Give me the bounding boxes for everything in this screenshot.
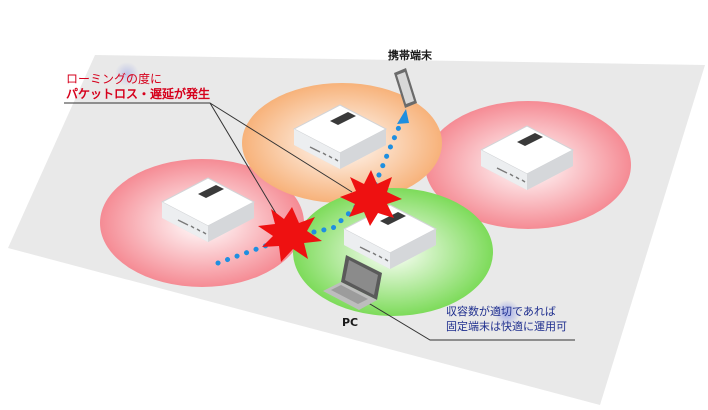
fixed-leader-line bbox=[354, 294, 575, 341]
movement-arrow-head bbox=[397, 109, 409, 124]
smartphone-icon bbox=[394, 68, 417, 108]
roaming-leader-line bbox=[64, 102, 353, 238]
highlight-blob bbox=[494, 300, 520, 326]
burst-icon bbox=[258, 207, 322, 262]
pc-label: PC bbox=[342, 316, 359, 329]
burst-icon bbox=[340, 170, 402, 226]
roaming-warning-line2: パケットロス・遅延が発生 bbox=[66, 87, 211, 101]
mobile-device-label: 携帯端末 bbox=[388, 49, 432, 62]
roaming-warning-line1: ローミングの度に bbox=[66, 72, 163, 86]
laptop-icon bbox=[323, 255, 382, 310]
highlight-blob bbox=[115, 62, 139, 86]
fixed-device-note-line2: 固定端末は快適に運用可 bbox=[446, 320, 567, 333]
fixed-device-note-line1: 収容数が適切であれば bbox=[446, 305, 556, 318]
